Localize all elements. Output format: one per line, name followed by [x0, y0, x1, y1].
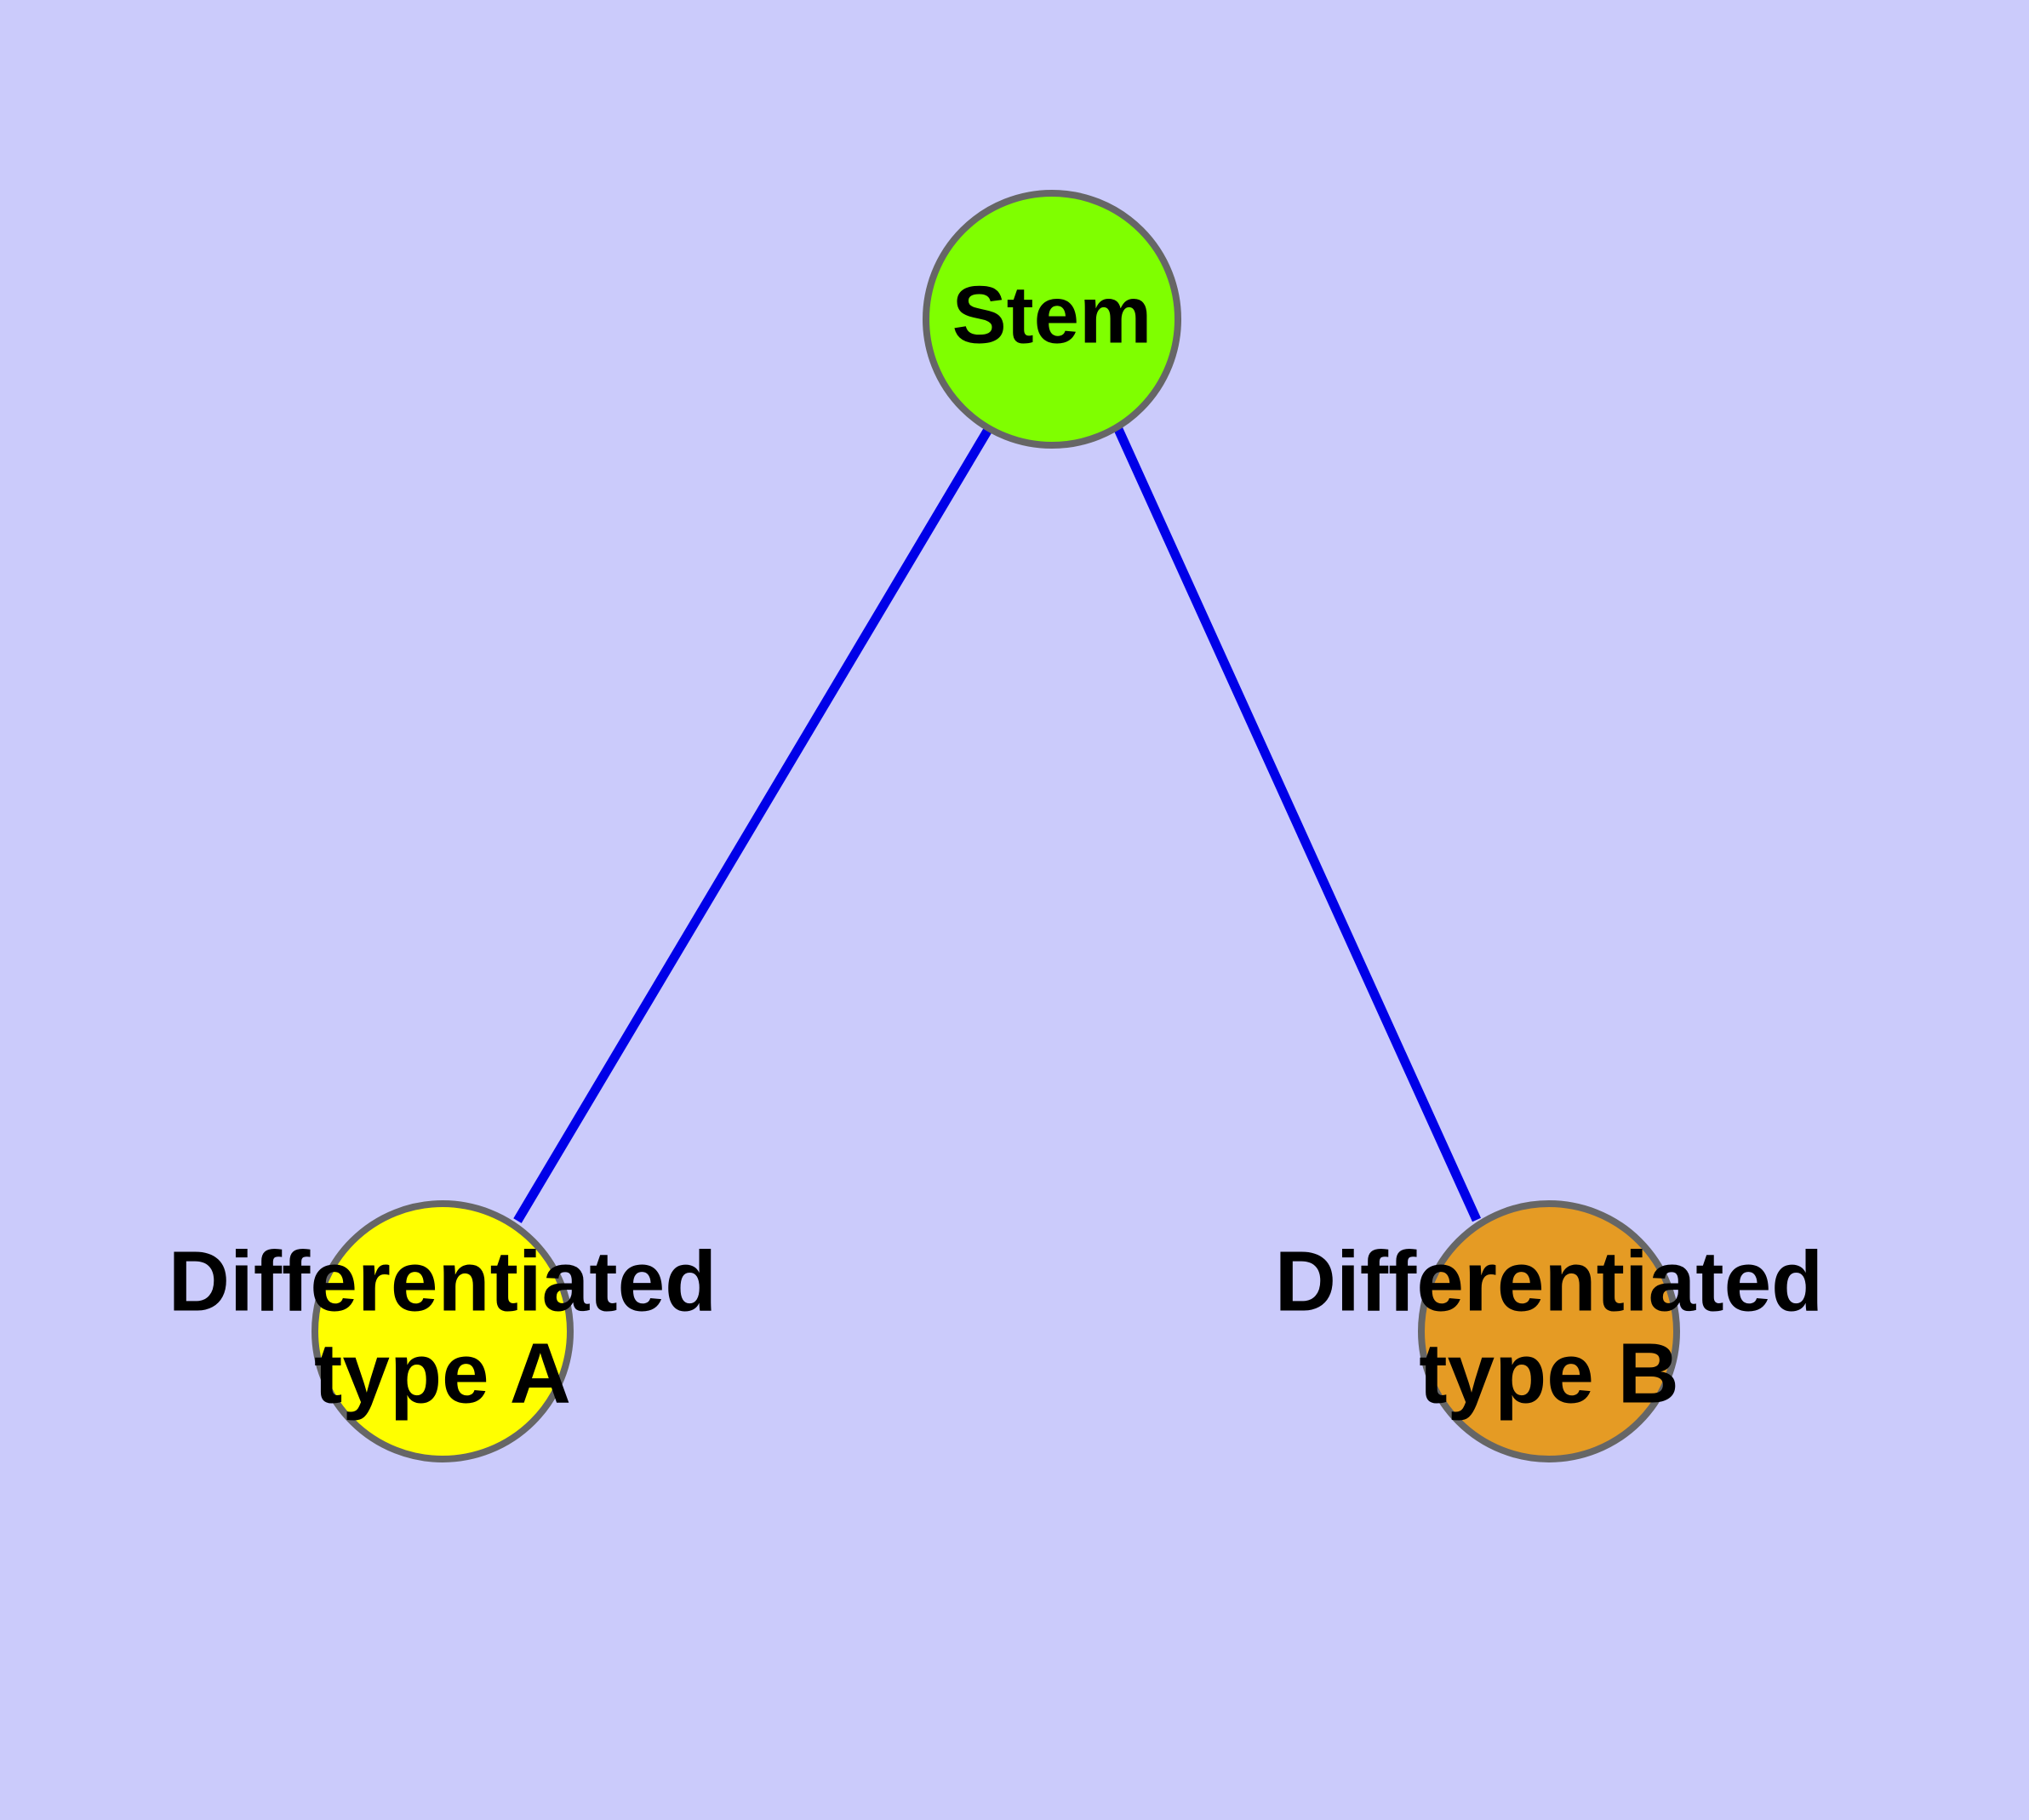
node-differentiated-type-b-label-line2: type B — [1419, 1325, 1679, 1421]
node-stem-label: Stem — [952, 269, 1152, 360]
node-layer — [311, 190, 1680, 1462]
edge-stem-to-differentiated-type-b[interactable] — [1112, 425, 1482, 1222]
node-differentiated-type-a[interactable] — [311, 1200, 574, 1462]
node-differentiated-type-a-label-line2: type A — [314, 1325, 571, 1421]
node-differentiated-type-a-label-line1: Differentiated — [169, 1233, 717, 1329]
node-differentiated-type-a-circle[interactable] — [311, 1200, 574, 1462]
edge-layer — [513, 425, 1482, 1223]
node-differentiated-type-b[interactable] — [1418, 1200, 1680, 1462]
edge-stem-to-differentiated-type-a[interactable] — [513, 426, 993, 1223]
node-differentiated-type-b-label-line1: Differentiated — [1275, 1233, 1824, 1329]
node-stem[interactable] — [923, 190, 1181, 449]
node-differentiated-type-b-circle[interactable] — [1418, 1200, 1680, 1462]
label-layer: Stem Differentiated type A Differentiate… — [169, 269, 1824, 1421]
node-stem-circle[interactable] — [923, 190, 1181, 449]
